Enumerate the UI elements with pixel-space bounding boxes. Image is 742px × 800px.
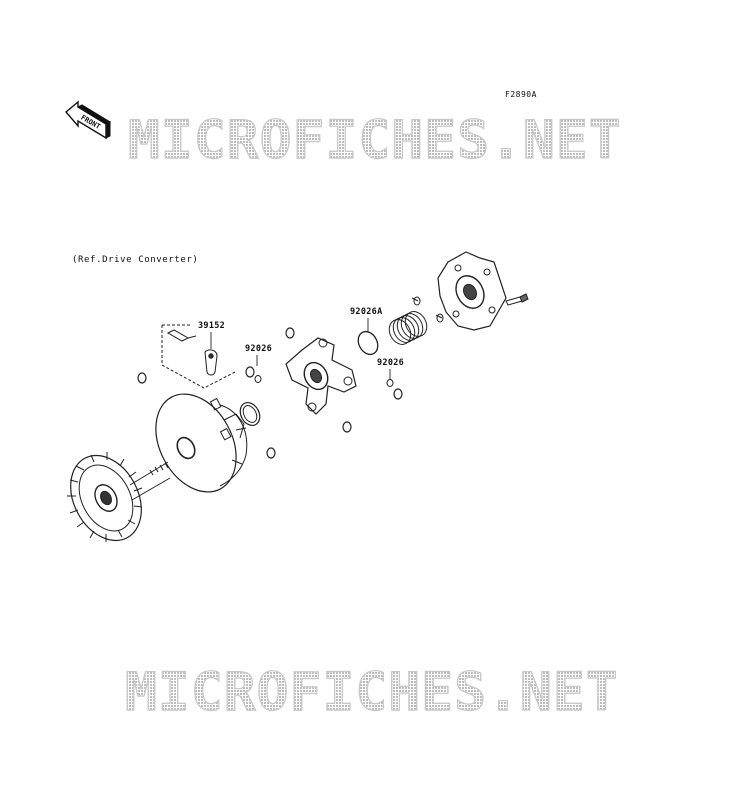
movable-sheave[interactable] [140, 380, 252, 506]
fixed-sheave[interactable] [57, 443, 171, 553]
bushing-ring[interactable] [236, 399, 263, 429]
figure-code: F2890A [505, 90, 537, 99]
spring[interactable] [385, 308, 431, 348]
snap-ring[interactable] [354, 328, 381, 358]
cover-bolt[interactable] [505, 293, 529, 306]
reference-note: (Ref.Drive Converter) [72, 255, 199, 265]
small-hardware[interactable] [137, 296, 444, 459]
watermark-top: MICROFICHES.NET [127, 109, 622, 172]
callout-39152[interactable]: 39152 [198, 321, 226, 331]
cover-plate[interactable] [437, 251, 507, 331]
callout-92026-right[interactable]: 92026 [377, 358, 405, 368]
weight-pin-group[interactable] [161, 324, 236, 389]
watermark-bottom: MICROFICHES.NET [124, 661, 619, 724]
callout-92026a[interactable]: 92026A [350, 307, 383, 317]
leader-lines [210, 318, 391, 379]
callout-92026-left[interactable]: 92026 [245, 344, 273, 354]
front-arrow-icon: FRONT [65, 100, 112, 140]
spider[interactable] [285, 337, 357, 415]
